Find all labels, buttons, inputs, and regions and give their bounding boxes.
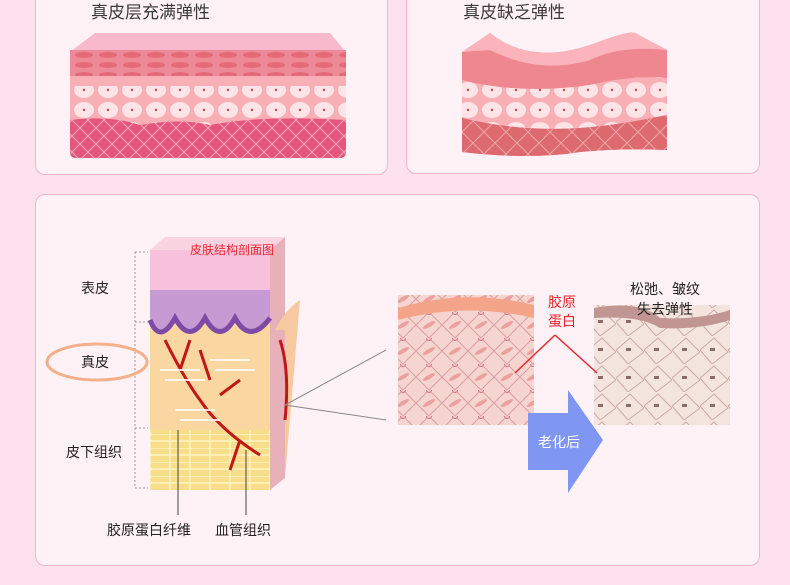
inelastic-dermis-title: 真皮缺乏弹性 bbox=[463, 3, 565, 23]
label-subcutaneous: 皮下组织 bbox=[66, 445, 122, 461]
aged-label-1: 松弛、皱纹 bbox=[630, 282, 700, 298]
elastic-dermis-title: 真皮层充满弹性 bbox=[91, 3, 210, 23]
label-collagen-1: 胶原 bbox=[548, 295, 576, 311]
aging-arrow-label: 老化后 bbox=[538, 435, 580, 451]
diagram-title: 皮肤结构剖面图 bbox=[190, 243, 275, 257]
label-collagen-2: 蛋白 bbox=[548, 314, 576, 330]
dermis-highlight-ring bbox=[45, 342, 149, 382]
aged-label-2: 失去弹性 bbox=[637, 302, 693, 318]
label-dermis: 真皮 bbox=[81, 355, 109, 371]
label-epidermis: 表皮 bbox=[81, 281, 109, 297]
elastic-skin-illustration bbox=[70, 32, 667, 158]
label-collagen-fiber: 胶原蛋白纤维 bbox=[107, 523, 191, 539]
label-blood-vessel: 血管组织 bbox=[215, 523, 271, 539]
